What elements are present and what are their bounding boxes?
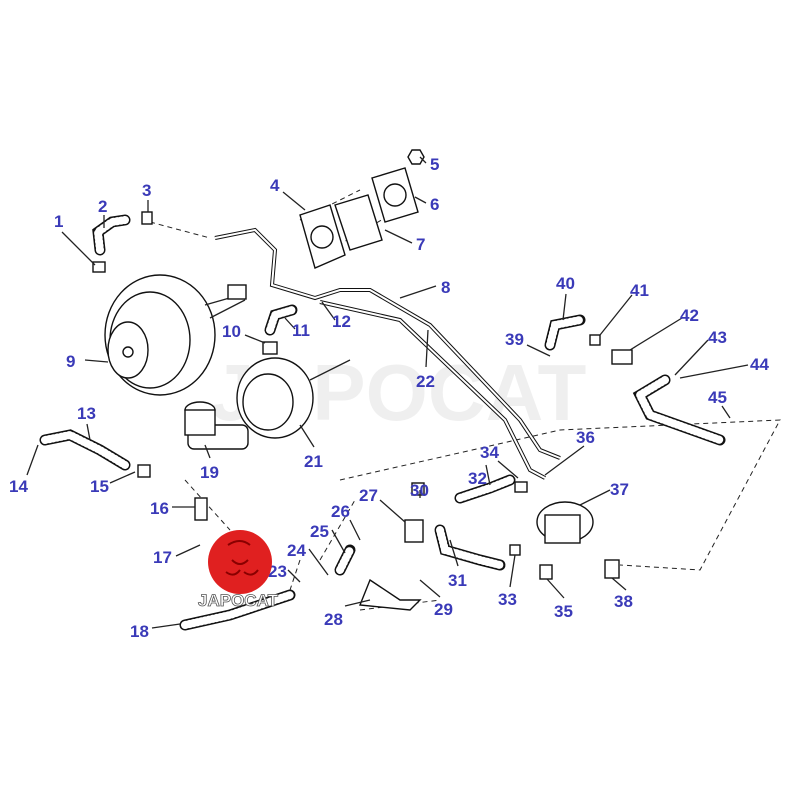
label-21: 21 bbox=[304, 452, 323, 471]
label-40: 40 bbox=[556, 274, 575, 293]
label-24: 24 bbox=[287, 541, 306, 560]
leader-lines bbox=[26, 156, 749, 629]
japocat-logo: JAPOCAT bbox=[198, 530, 279, 610]
label-43: 43 bbox=[708, 328, 727, 347]
gaskets bbox=[299, 149, 425, 269]
label-18: 18 bbox=[130, 622, 149, 641]
label-13: 13 bbox=[77, 404, 96, 423]
label-33: 33 bbox=[498, 590, 517, 609]
label-11: 11 bbox=[292, 321, 310, 340]
label-10: 10 bbox=[222, 322, 241, 341]
master-cylinder-booster bbox=[184, 357, 351, 450]
label-5: 5 bbox=[430, 155, 439, 174]
label-3: 3 bbox=[142, 181, 151, 200]
small-parts bbox=[92, 211, 633, 611]
label-4: 4 bbox=[270, 176, 280, 195]
logo-text: JAPOCAT bbox=[198, 591, 279, 610]
label-12: 12 bbox=[332, 312, 351, 331]
label-8: 8 bbox=[441, 278, 450, 297]
label-28: 28 bbox=[324, 610, 343, 629]
label-16: 16 bbox=[150, 499, 169, 518]
label-36: 36 bbox=[576, 428, 595, 447]
label-19: 19 bbox=[200, 463, 219, 482]
label-27: 27 bbox=[359, 486, 378, 505]
label-17: 17 bbox=[153, 548, 172, 567]
label-45: 45 bbox=[708, 388, 727, 407]
label-23: 23 bbox=[268, 562, 287, 581]
label-15: 15 bbox=[90, 477, 109, 496]
label-6: 6 bbox=[430, 195, 439, 214]
part-number-labels: 1 2 3 4 5 6 7 8 9 10 11 12 13 14 15 16 1… bbox=[9, 155, 769, 641]
label-14: 14 bbox=[9, 477, 28, 496]
label-39: 39 bbox=[505, 330, 524, 349]
hoses bbox=[39, 214, 726, 631]
label-41: 41 bbox=[630, 281, 649, 300]
label-44: 44 bbox=[750, 355, 769, 374]
label-22: 22 bbox=[416, 372, 435, 391]
label-32: 32 bbox=[468, 469, 487, 488]
label-42: 42 bbox=[680, 306, 699, 325]
label-30: 30 bbox=[410, 481, 429, 500]
label-31: 31 bbox=[448, 571, 467, 590]
label-35: 35 bbox=[554, 602, 573, 621]
label-38: 38 bbox=[614, 592, 633, 611]
brake-pipes bbox=[214, 227, 561, 480]
label-26: 26 bbox=[331, 502, 350, 521]
label-7: 7 bbox=[416, 235, 425, 254]
label-9: 9 bbox=[66, 352, 75, 371]
brake-booster bbox=[104, 274, 247, 396]
label-34: 34 bbox=[480, 443, 499, 462]
label-1: 1 bbox=[54, 212, 63, 231]
label-29: 29 bbox=[434, 600, 453, 619]
label-37: 37 bbox=[610, 480, 629, 499]
label-25: 25 bbox=[310, 522, 329, 541]
label-2: 2 bbox=[98, 197, 107, 216]
